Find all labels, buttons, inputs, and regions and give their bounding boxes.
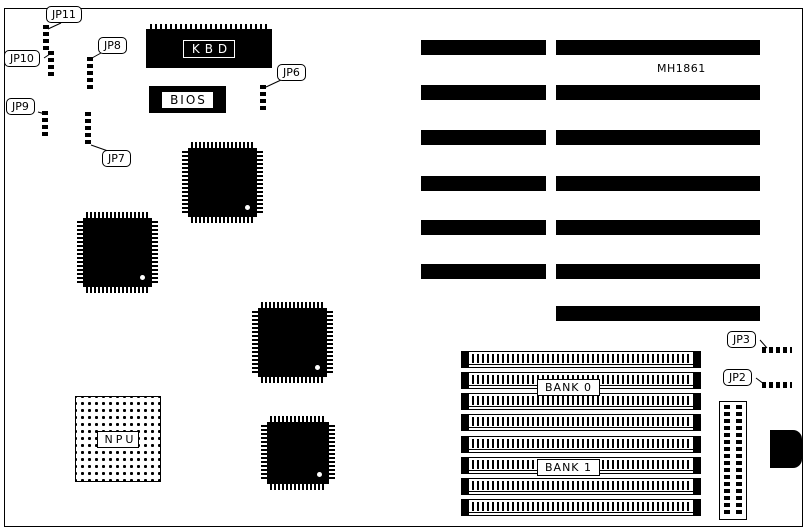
jp11-pin-header <box>43 25 49 50</box>
bank1-label: BANK 1 <box>537 459 601 476</box>
pin1-dot <box>140 275 145 280</box>
qfp-chip-1 <box>182 142 263 223</box>
jp9-pin-header <box>42 111 48 136</box>
jumper-label-jp7: JP7 <box>102 150 131 167</box>
bios-chip-label: BIOS <box>162 91 213 108</box>
jumper-label-jp10: JP10 <box>4 50 40 67</box>
simm-socket <box>461 436 701 453</box>
bios-chip: BIOS <box>149 86 226 113</box>
simm-socket <box>461 351 701 368</box>
npu-socket: NPU <box>75 396 161 482</box>
jp10-pin-header <box>48 51 54 76</box>
kbd-chip-label: KBD <box>182 39 236 58</box>
jumper-label-jp3: JP3 <box>727 331 756 348</box>
pin1-dot <box>315 365 320 370</box>
jumper-label-jp8: JP8 <box>98 37 127 54</box>
isa-slot <box>556 130 760 145</box>
isa-slot <box>556 40 760 55</box>
pin1-dot <box>245 205 250 210</box>
isa-slot <box>556 176 760 191</box>
kbd-chip-pins <box>150 24 268 29</box>
simm-socket <box>461 478 701 495</box>
simm-socket <box>461 499 701 516</box>
bank0-label: BANK 0 <box>537 379 601 396</box>
isa-slot <box>421 264 546 279</box>
isa-slot <box>556 264 760 279</box>
jp3-pin-header <box>762 347 792 353</box>
simm-socket <box>461 393 701 410</box>
simm-socket <box>461 414 701 431</box>
isa-slot <box>556 85 760 100</box>
isa-slot <box>421 220 546 235</box>
power-connector <box>719 401 747 520</box>
jumper-label-jp6: JP6 <box>277 64 306 81</box>
isa-slot <box>421 176 546 191</box>
qfp-chip-2 <box>77 212 158 293</box>
jp2-pin-header <box>762 382 792 388</box>
pin1-dot <box>317 472 322 477</box>
isa-slot <box>556 306 760 321</box>
part-number: MH1861 <box>657 62 706 75</box>
isa-slot <box>421 130 546 145</box>
board-outline <box>4 8 803 527</box>
jp6-pin-header <box>260 85 266 110</box>
jumper-label-jp11: JP11 <box>46 6 82 23</box>
jp7-pin-header <box>85 112 91 147</box>
isa-slot <box>556 220 760 235</box>
qfp-chip-3 <box>252 302 333 383</box>
qfp-chip-4 <box>261 416 335 490</box>
jumper-label-jp9: JP9 <box>6 98 35 115</box>
keyboard-din-connector <box>770 430 802 468</box>
isa-slot <box>421 85 546 100</box>
isa-slot <box>421 40 546 55</box>
jumper-label-jp2: JP2 <box>723 369 752 386</box>
npu-label: NPU <box>96 430 140 448</box>
jp8-pin-header <box>87 57 93 92</box>
kbd-chip: KBD <box>146 29 272 68</box>
